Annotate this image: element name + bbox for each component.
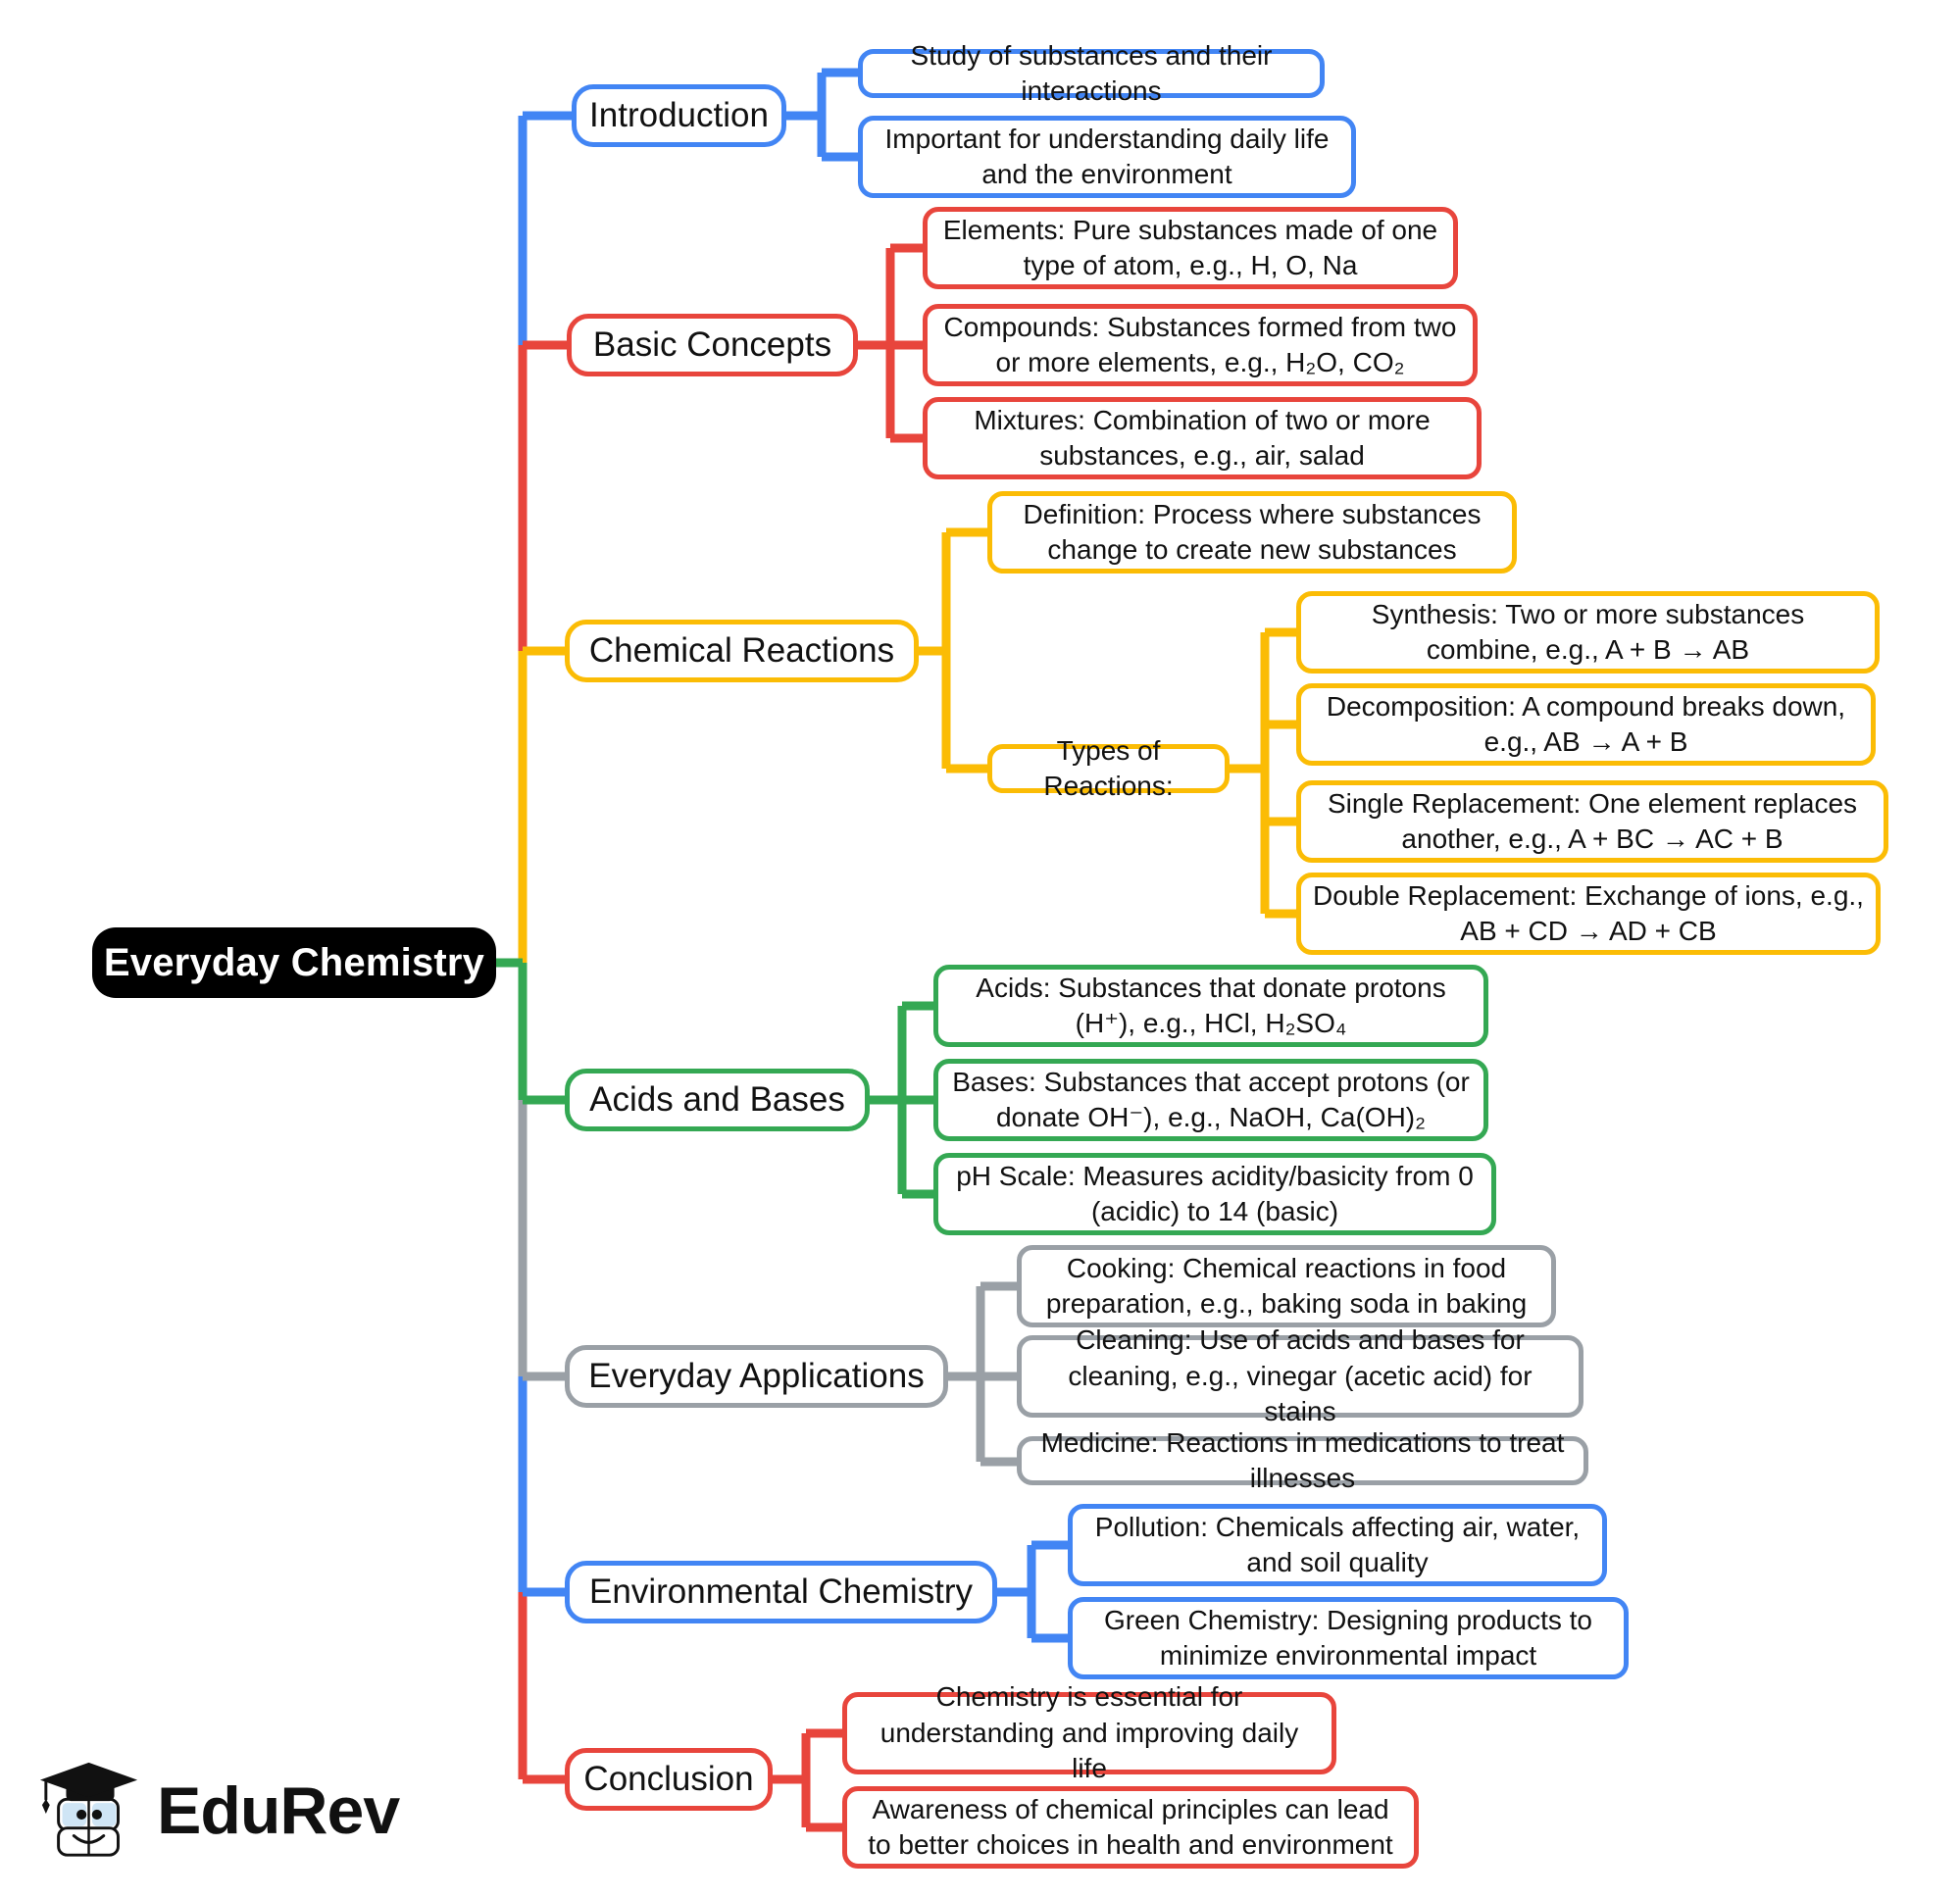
leaf-single-replacement[interactable]: Single Replacement: One element replaces… (1296, 780, 1888, 863)
leaf-elements[interactable]: Elements: Pure substances made of one ty… (923, 207, 1458, 289)
leaf-compounds-label: Compounds: Substances formed from two or… (943, 311, 1457, 377)
leaf-intro-study-label: Study of substances and their interactio… (910, 39, 1273, 106)
leaf-bases[interactable]: Bases: Substances that accept protons (o… (933, 1059, 1488, 1141)
leaf-green-chemistry[interactable]: Green Chemistry: Designing products to m… (1068, 1597, 1629, 1679)
leaf-mixtures[interactable]: Mixtures: Combination of two or more sub… (923, 397, 1482, 479)
leaf-elements-label: Elements: Pure substances made of one ty… (942, 214, 1438, 280)
edurev-logo-text: EduRev (157, 1773, 400, 1848)
leaf-medicine-label: Medicine: Reactions in medications to tr… (1040, 1426, 1565, 1493)
leaf-ph-scale-label: pH Scale: Measures acidity/basicity from… (956, 1160, 1474, 1226)
branch-chemical-reactions[interactable]: Chemical Reactions (565, 620, 919, 682)
leaf-bases-label: Bases: Substances that accept protons (o… (952, 1066, 1470, 1132)
branch-conclusion[interactable]: Conclusion (565, 1748, 773, 1811)
branch-basic-concepts[interactable]: Basic Concepts (567, 314, 858, 376)
branch-basic-concepts-label: Basic Concepts (592, 325, 832, 365)
branch-chemical-reactions-label: Chemical Reactions (588, 631, 895, 671)
leaf-single-replacement-label: Single Replacement: One element replaces… (1327, 787, 1858, 854)
branch-environmental-chemistry-label: Environmental Chemistry (589, 1573, 973, 1612)
leaf-cleaning[interactable]: Cleaning: Use of acids and bases for cle… (1017, 1324, 1583, 1426)
leaf-reaction-definition-label: Definition: Process where substances cha… (1023, 498, 1482, 565)
leaf-mixtures-label: Mixtures: Combination of two or more sub… (974, 404, 1431, 471)
branch-acids-and-bases[interactable]: Acids and Bases (565, 1069, 870, 1131)
branch-introduction[interactable]: Introduction (572, 84, 786, 147)
leaf-intro-important-label: Important for understanding daily life a… (884, 123, 1330, 189)
leaf-medicine[interactable]: Medicine: Reactions in medications to tr… (1017, 1427, 1588, 1493)
graduation-cap-book-icon (39, 1762, 138, 1857)
branch-conclusion-label: Conclusion (583, 1760, 754, 1799)
leaf-cooking[interactable]: Cooking: Chemical reactions in food prep… (1017, 1245, 1556, 1327)
leaf-conclusion-awareness[interactable]: Awareness of chemical principles can lea… (842, 1786, 1419, 1869)
leaf-pollution-label: Pollution: Chemicals affecting air, wate… (1094, 1511, 1581, 1577)
leaf-intro-study[interactable]: Study of substances and their interactio… (858, 40, 1325, 106)
leaf-intro-important[interactable]: Important for understanding daily life a… (858, 116, 1356, 198)
leaf-conclusion-awareness-label: Awareness of chemical principles can lea… (868, 1793, 1393, 1860)
leaf-decomposition-label: Decomposition: A compound breaks down, e… (1326, 690, 1846, 757)
branch-everyday-applications[interactable]: Everyday Applications (565, 1345, 948, 1408)
leaf-reaction-definition[interactable]: Definition: Process where substances cha… (987, 491, 1517, 574)
root-label: Everyday Chemistry (103, 940, 485, 984)
leaf-double-replacement[interactable]: Double Replacement: Exchange of ions, e.… (1296, 873, 1881, 955)
leaf-acids-label: Acids: Substances that donate protons (H… (976, 972, 1446, 1038)
leaf-conclusion-essential[interactable]: Chemistry is essential for understanding… (842, 1681, 1336, 1783)
leaf-decomposition[interactable]: Decomposition: A compound breaks down, e… (1296, 683, 1876, 766)
leaf-conclusion-essential-label: Chemistry is essential for understanding… (879, 1681, 1299, 1784)
leaf-acids[interactable]: Acids: Substances that donate protons (H… (933, 965, 1488, 1047)
leaf-cleaning-label: Cleaning: Use of acids and bases for cle… (1068, 1324, 1533, 1427)
leaf-synthesis-label: Synthesis: Two or more substances combin… (1371, 598, 1805, 665)
leaf-double-replacement-label: Double Replacement: Exchange of ions, e.… (1313, 879, 1864, 946)
branch-environmental-chemistry[interactable]: Environmental Chemistry (565, 1561, 997, 1623)
leaf-pollution[interactable]: Pollution: Chemicals affecting air, wate… (1068, 1504, 1607, 1586)
branch-everyday-applications-label: Everyday Applications (588, 1357, 925, 1396)
node-types-of-reactions-label: Types of Reactions: (1043, 734, 1174, 801)
leaf-synthesis[interactable]: Synthesis: Two or more substances combin… (1296, 591, 1880, 674)
leaf-ph-scale[interactable]: pH Scale: Measures acidity/basicity from… (933, 1153, 1496, 1235)
leaf-cooking-label: Cooking: Chemical reactions in food prep… (1045, 1252, 1528, 1319)
node-types-of-reactions[interactable]: Types of Reactions: (987, 735, 1230, 801)
edurev-logo[interactable]: EduRev (37, 1753, 400, 1869)
branch-introduction-label: Introduction (589, 96, 769, 135)
leaf-green-chemistry-label: Green Chemistry: Designing products to m… (1104, 1604, 1592, 1671)
root-node[interactable]: Everyday Chemistry (92, 927, 496, 998)
branch-acids-and-bases-label: Acids and Bases (589, 1080, 845, 1120)
leaf-compounds[interactable]: Compounds: Substances formed from two or… (923, 304, 1478, 386)
